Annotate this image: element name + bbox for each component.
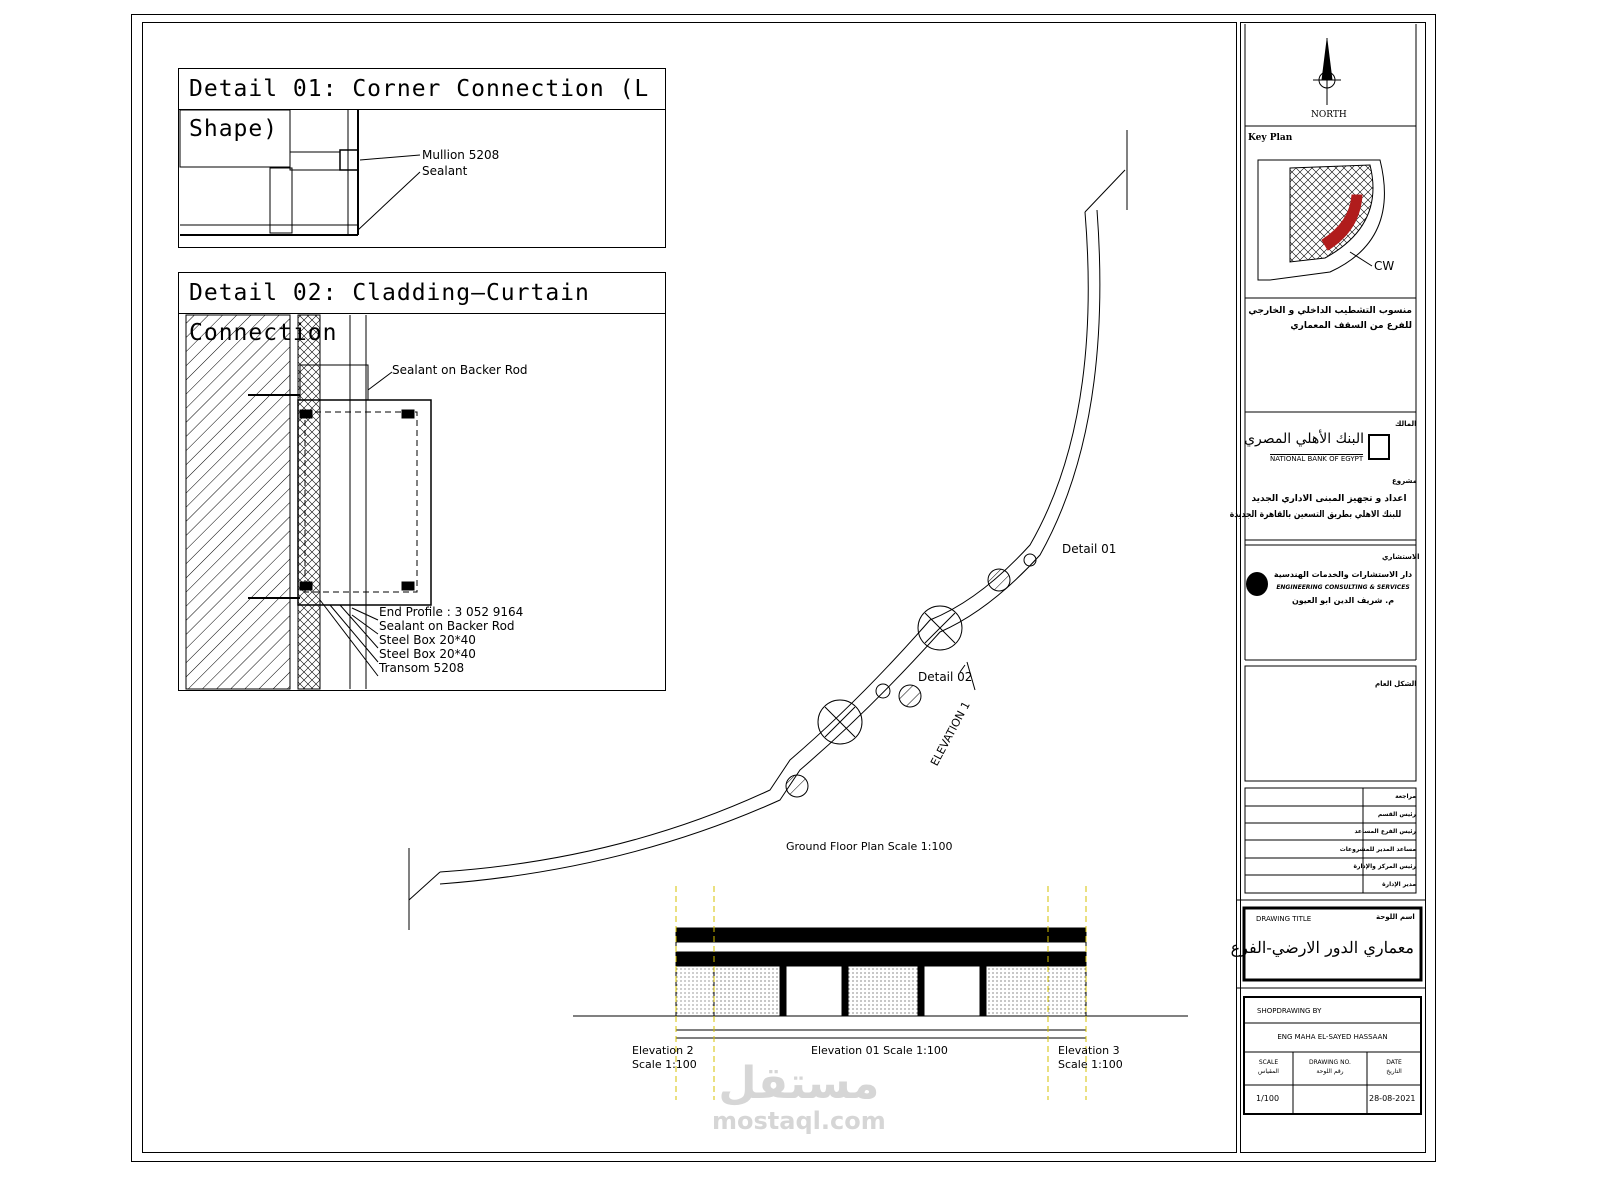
- sheet-outer-border: [131, 14, 1436, 1162]
- approvals-table: مراجعة رئيس القسم رئيس الفرع المساعد مسا…: [1339, 788, 1417, 893]
- north-label: NORTH: [1311, 110, 1347, 120]
- detail-01-panel: Detail 01: Corner Connection (L Shape): [178, 68, 666, 248]
- drawing-title-label: DRAWING TITLE: [1256, 915, 1312, 923]
- owner-label: المالك: [1395, 420, 1417, 428]
- approval-row: مراجعة: [1395, 793, 1416, 800]
- shopdrawing-name: ENG MAHA EL-SAYED HASSAAN: [1277, 1033, 1388, 1041]
- shopdrawing-label: SHOPDRAWING BY: [1257, 1007, 1322, 1015]
- consultant-engineer: م. شريف الدين ابو العيون: [1291, 596, 1395, 605]
- elevation-3-title: Elevation 3: [1058, 1044, 1120, 1057]
- elevation-2-scale: Scale 1:100: [632, 1058, 697, 1071]
- logo-mark-icon: [1368, 434, 1390, 460]
- general-notes-label: الشكل العام: [1375, 680, 1417, 688]
- watermark-latin: mostaql.com: [712, 1107, 886, 1135]
- project-name: اعداد و تجهيز المبنى الاداري الجديد للبن…: [1229, 491, 1414, 523]
- project-name-line-2: للبنك الاهلي بطريق التسعين بالقاهرة الجد…: [1229, 510, 1402, 520]
- date-label-en: DATE: [1386, 1059, 1402, 1066]
- approval-row: رئيس المركز والإدارة: [1353, 863, 1417, 870]
- elevation-2-title: Elevation 2: [632, 1044, 694, 1057]
- national-bank-of-egypt-logo: البنك الأهلي المصري NATIONAL BANK OF EGY…: [1244, 430, 1392, 468]
- scale-value: 1/100: [1256, 1094, 1280, 1103]
- elevation-2-caption: Elevation 2 Scale 1:100: [632, 1044, 697, 1072]
- approval-row: رئيس القسم: [1377, 810, 1416, 818]
- drawing-no-label: DRAWING NO. رقم اللوحة: [1293, 1058, 1367, 1076]
- date-label-ar: التاريخ: [1386, 1068, 1402, 1075]
- level-note-line-1: منسوب التشطيب الداخلي و الخارجي: [1248, 306, 1412, 316]
- detail-01-tag: Detail 01: [1062, 542, 1117, 556]
- consultant-logo-icon: [1246, 572, 1268, 596]
- date-label: DATE التاريخ: [1367, 1058, 1421, 1076]
- consultant-name-english: ENGINEERING CONSULTING & SERVICES: [1276, 584, 1410, 591]
- drawing-no-label-ar: رقم اللوحة: [1316, 1068, 1344, 1075]
- level-note-line-2: للفرع من السقف المعماري: [1290, 321, 1412, 331]
- watermark-arabic: مستقل: [718, 1058, 880, 1109]
- project-label: مشروع: [1392, 477, 1417, 485]
- logo-english: NATIONAL BANK OF EGYPT: [1270, 454, 1364, 463]
- drawing-no-label-en: DRAWING NO.: [1309, 1059, 1351, 1066]
- drawing-frame: [142, 22, 1237, 1153]
- detail-01-title: Detail 01: Corner Connection (L Shape): [179, 69, 665, 142]
- title-block-frame: [1240, 22, 1426, 1153]
- elevation-01-caption: Elevation 01 Scale 1:100: [811, 1044, 948, 1057]
- project-name-line-1: اعداد و تجهيز المبنى الاداري الجديد: [1251, 494, 1407, 504]
- label-steel-box-1: Steel Box 20*40: [379, 633, 476, 647]
- label-transom: Transom 5208: [379, 661, 465, 675]
- approval-row: مدير الإدارة: [1382, 880, 1416, 888]
- consultant-name: دار الاستشارات والخدمات الهندسية ENGINEE…: [1272, 568, 1414, 607]
- consultant-name-arabic: دار الاستشارات والخدمات الهندسية: [1273, 570, 1413, 579]
- label-sealant: Sealant: [422, 164, 468, 178]
- drawing-title-label-ar: اسم اللوحة: [1376, 913, 1415, 921]
- drawing-title: معماري الدور الارضي-الفرع: [1230, 938, 1414, 957]
- scale-label: SCALE المقياس: [1244, 1058, 1293, 1076]
- label-end-profile: End Profile : 3 052 9164: [379, 605, 524, 619]
- label-steel-box-2: Steel Box 20*40: [379, 647, 476, 661]
- label-sealant-backer-bottom: Sealant on Backer Rod: [379, 619, 515, 633]
- key-plan-label: Key Plan: [1248, 133, 1293, 143]
- detail-02-tag: Detail 02: [918, 670, 973, 684]
- label-sealant-backer-top: Sealant on Backer Rod: [392, 363, 528, 377]
- plan-caption: Ground Floor Plan Scale 1:100: [786, 840, 953, 853]
- approval-row: مساعد المدير للمشروعات: [1339, 845, 1416, 853]
- label-mullion: Mullion 5208: [422, 148, 500, 162]
- elevation-3-scale: Scale 1:100: [1058, 1058, 1123, 1071]
- logo-arabic: البنك الأهلي المصري: [1244, 431, 1364, 447]
- key-plan-cw-tag: CW: [1374, 259, 1395, 273]
- consultant-label: الاستشاري: [1382, 553, 1420, 561]
- mostaql-watermark: مستقل mostaql.com: [712, 1058, 886, 1135]
- approval-row: رئيس الفرع المساعد: [1354, 828, 1416, 835]
- date-value: 28-08-2021: [1369, 1094, 1416, 1103]
- scale-label-ar: المقياس: [1258, 1068, 1279, 1075]
- detail-02-title: Detail 02: Cladding–Curtain Connection: [179, 273, 665, 346]
- scale-label-en: SCALE: [1258, 1059, 1279, 1066]
- level-note: منسوب التشطيب الداخلي و الخارجي للفرع من…: [1246, 304, 1412, 334]
- elevation-3-caption: Elevation 3 Scale 1:100: [1058, 1044, 1123, 1072]
